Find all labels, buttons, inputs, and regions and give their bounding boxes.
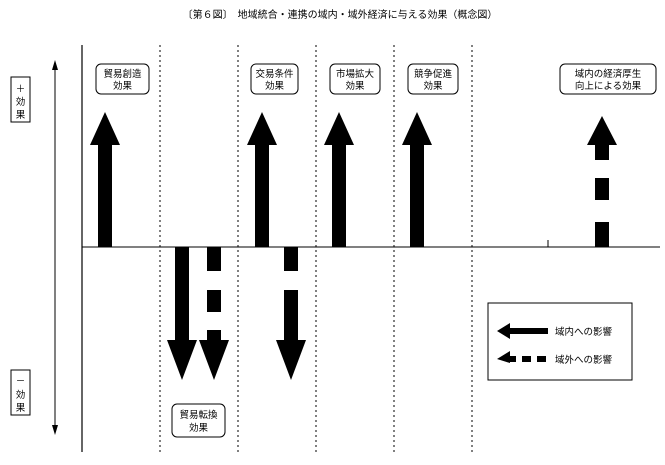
label-market-expansion: 市場拡大 効果 [329, 63, 381, 95]
label-trade-creation: 貿易創造 効果 [95, 63, 150, 95]
svg-text:果: 果 [16, 403, 26, 414]
label-terms-of-trade: 交易条件 効果 [250, 63, 299, 95]
svg-text:貿易転換: 貿易転換 [179, 409, 218, 421]
label-trade-diversion: 貿易転換 効果 [171, 403, 226, 438]
svg-text:向上による効果: 向上による効果 [575, 80, 642, 92]
column-separators [159, 45, 473, 455]
minus-effect-label: － 効 果 [10, 369, 31, 416]
arrow-up-market-expansion [324, 112, 354, 247]
axis-up-arrowhead-icon [52, 60, 58, 70]
legend-solid-arrow-icon [497, 323, 548, 339]
arrow-up-welfare-dashed [587, 116, 617, 247]
svg-text:効果: 効果 [265, 80, 285, 92]
svg-text:効果: 効果 [345, 80, 365, 92]
arrow-down-trade-diversion-solid [167, 247, 197, 380]
svg-text:効果: 効果 [423, 80, 443, 92]
svg-text:果: 果 [16, 110, 26, 121]
svg-text:効果: 効果 [189, 422, 209, 434]
svg-text:＋: ＋ [16, 84, 26, 95]
legend-internal-label: 域内への影響 [555, 326, 613, 338]
arrow-up-trade-creation [90, 112, 120, 247]
arrow-up-terms-of-trade [247, 112, 277, 247]
arrow-up-competition [402, 112, 432, 247]
label-welfare: 域内の経済厚生 向上による効果 [559, 63, 657, 95]
svg-text:競争促進: 競争促進 [414, 68, 453, 80]
arrow-down-trade-diversion-dashed [199, 247, 229, 380]
legend-external-label: 域外への影響 [555, 354, 613, 366]
axis-down-arrowhead-icon [52, 425, 58, 435]
svg-text:貿易創造: 貿易創造 [103, 68, 142, 80]
plus-effect-label: ＋ 効 果 [10, 76, 31, 123]
figure-title: 〔第６図〕 地域統合・連携の域内・域外経済に与える効果（概念図） [183, 8, 498, 21]
svg-text:域内の経済厚生: 域内の経済厚生 [575, 68, 642, 80]
svg-text:－: － [16, 376, 26, 387]
legend-dashed-arrow-icon [497, 351, 546, 363]
svg-text:効: 効 [16, 96, 26, 108]
legend: 域内への影響 域外への影響 [487, 302, 633, 381]
svg-text:効: 効 [16, 389, 26, 401]
arrow-down-terms-of-trade-dashed [276, 247, 306, 380]
svg-text:効果: 効果 [113, 80, 133, 92]
svg-text:市場拡大: 市場拡大 [336, 68, 375, 80]
svg-text:交易条件: 交易条件 [255, 68, 294, 80]
label-competition: 競争促進 効果 [407, 63, 459, 95]
